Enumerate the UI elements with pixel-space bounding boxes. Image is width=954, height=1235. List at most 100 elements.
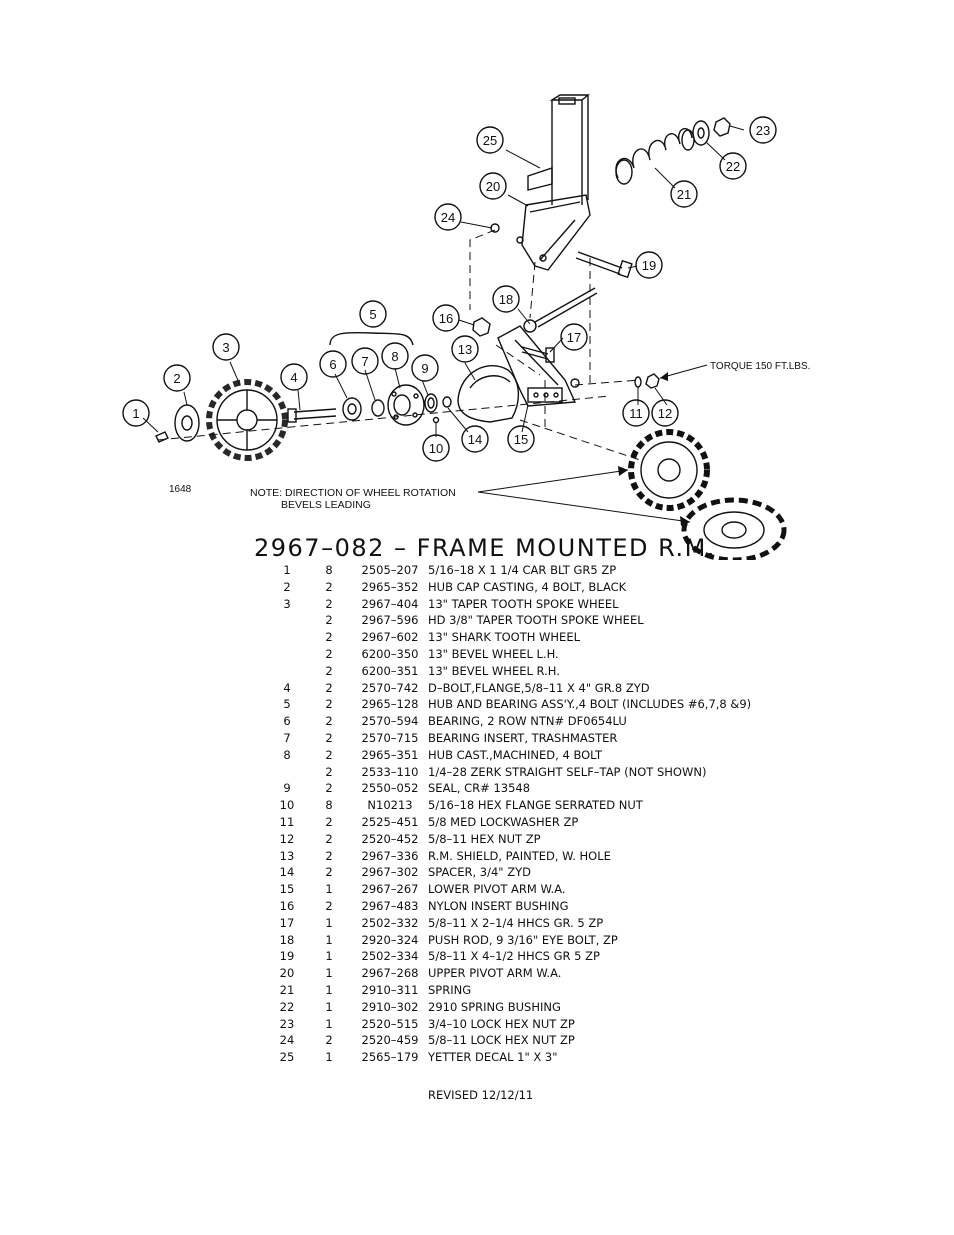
callout-1: 1 (132, 406, 139, 421)
callout-17: 17 (567, 330, 581, 345)
quantity: 2 (325, 865, 333, 880)
callout-14: 14 (468, 432, 482, 447)
description: 13" BEVEL WHEEL R.H. (428, 663, 560, 678)
item-number: 4 (283, 680, 291, 695)
spring-bushing (692, 120, 710, 146)
page-title: 2967–082 – FRAME MOUNTED R.M. (254, 534, 716, 562)
part-number: 2910–302 (361, 999, 419, 1014)
item-number: 22 (279, 999, 295, 1014)
part-number: N10213 (367, 798, 413, 813)
item-number: 15 (279, 882, 295, 897)
quantity: 1 (325, 949, 333, 964)
seal (424, 393, 438, 413)
decal (527, 167, 553, 191)
quantity: 2 (325, 898, 333, 913)
quantity: 1 (325, 882, 333, 897)
lockwasher-11 (634, 376, 642, 388)
upper-pivot-arm (516, 194, 591, 271)
item-number: 2 (283, 579, 291, 594)
item-number: 16 (279, 898, 295, 913)
description: HUB CAST.,MACHINED, 4 BOLT (428, 747, 603, 762)
part-number: 2525–451 (361, 814, 419, 829)
part-number: 2502–334 (361, 949, 419, 964)
callout-15: 15 (514, 432, 528, 447)
part-number: 2520–459 (361, 1033, 419, 1048)
item-number: 18 (279, 932, 295, 947)
item-number: 13 (279, 848, 295, 863)
description: 5/8–11 X 2–1/4 HHCS GR. 5 ZP (428, 915, 604, 930)
part-number: 6200–351 (361, 663, 419, 678)
quantity: 2 (325, 1033, 333, 1048)
quantity: 1 (325, 999, 333, 1014)
assembly-brace (329, 331, 414, 346)
item-number: 21 (279, 982, 295, 997)
rotation-note-line2: BEVELS LEADING (281, 499, 371, 511)
description: 5/16–18 HEX FLANGE SERRATED NUT (428, 798, 643, 813)
callout-8: 8 (391, 349, 398, 364)
callout-24: 24 (441, 210, 455, 225)
quantity: 2 (325, 596, 333, 611)
revision-date: REVISED 12/12/11 (428, 1088, 534, 1102)
item-number: 9 (283, 781, 291, 796)
bevel-wheel-2 (681, 497, 787, 560)
frame-tube (549, 94, 590, 205)
quantity: 2 (325, 579, 333, 594)
quantity: 1 (325, 915, 333, 930)
quantity: 2 (325, 697, 333, 712)
item-number: 7 (283, 730, 291, 745)
callout-23: 23 (756, 123, 770, 138)
part-number: 2965–351 (361, 747, 419, 762)
quantity: 2 (325, 646, 333, 661)
bevel-wheel-1 (628, 429, 710, 511)
description: NYLON INSERT BUSHING (428, 898, 569, 913)
spoke-wheel-3 (206, 379, 288, 461)
quantity: 2 (325, 848, 333, 863)
item-number: 1 (283, 563, 291, 577)
quantity: 2 (325, 747, 333, 762)
item-number: 20 (279, 966, 295, 981)
part-number: 2967–602 (361, 630, 419, 645)
callout-6: 6 (329, 357, 336, 372)
description: 5/16–18 X 1 1/4 CAR BLT GR5 ZP (428, 563, 617, 577)
item-number: 19 (279, 949, 295, 964)
callout-circles (122, 116, 777, 462)
part-number: 2520–515 (361, 1016, 419, 1031)
part-number: 2967–404 (361, 596, 419, 611)
part-number: 2965–128 (361, 697, 419, 712)
description: SEAL, CR# 13548 (428, 781, 531, 796)
quantity: 2 (325, 781, 333, 796)
figure-number: 1648 (169, 484, 192, 495)
hex-nut-12 (645, 373, 660, 389)
quantity: 2 (325, 814, 333, 829)
description: SPACER, 3/4" ZYD (428, 865, 531, 880)
callout-22: 22 (726, 159, 740, 174)
quantity: 1 (325, 1050, 333, 1065)
description: PUSH ROD, 9 3/16" EYE BOLT, ZP (428, 932, 618, 947)
item-number: 11 (279, 814, 295, 829)
callout-7: 7 (361, 354, 368, 369)
quantity: 2 (325, 663, 333, 678)
description: 5/8–11 LOCK HEX NUT ZP (428, 1033, 575, 1048)
callout-20: 20 (486, 179, 500, 194)
callout-5: 5 (369, 307, 376, 322)
callout-3: 3 (222, 340, 229, 355)
bolt-19 (575, 251, 633, 279)
lock-hex-nut-23 (713, 117, 731, 137)
callout-21: 21 (677, 187, 691, 202)
bolt-17 (521, 346, 555, 363)
item-number: 23 (279, 1016, 295, 1031)
part-number: 2910–311 (361, 982, 419, 997)
part-number: 2520–452 (361, 831, 419, 846)
callout-9: 9 (421, 361, 428, 376)
part-number: 2565–179 (361, 1050, 419, 1065)
description: LOWER PIVOT ARM W.A. (428, 882, 566, 897)
callout-16: 16 (439, 311, 453, 326)
description: BEARING, 2 ROW NTN# DF0654LU (428, 714, 627, 729)
quantity: 2 (325, 680, 333, 695)
description: YETTER DECAL 1" X 3" (428, 1050, 558, 1065)
part-number: 2533–110 (361, 764, 419, 779)
quantity: 1 (325, 982, 333, 997)
description: 5/8–11 X 4–1/2 HHCS GR 5 ZP (428, 949, 600, 964)
description: 13" SHARK TOOTH WHEEL (428, 630, 580, 645)
